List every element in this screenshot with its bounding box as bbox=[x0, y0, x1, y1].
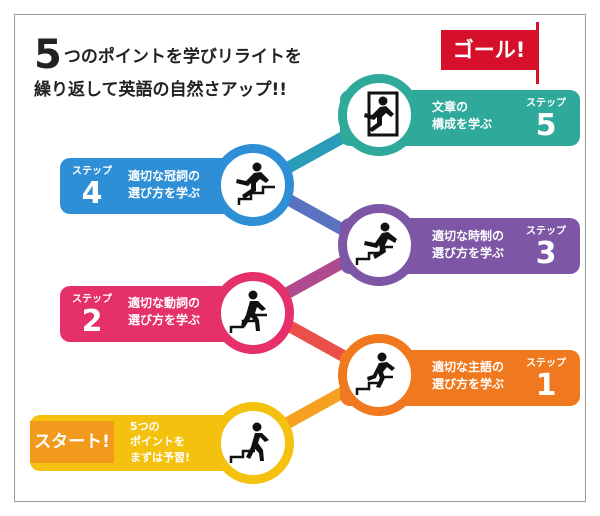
start-label: スタート! bbox=[30, 421, 114, 463]
step-2-circle bbox=[212, 272, 294, 354]
step-2-text-line1: 適切な動詞の bbox=[128, 296, 201, 310]
step-5-number: 5 bbox=[535, 108, 557, 143]
step-4-label: ステップ bbox=[72, 166, 112, 177]
step-2-number: 2 bbox=[81, 304, 103, 339]
step-1-text-line2: 選び方を学ぶ bbox=[432, 377, 505, 392]
headline-line2: 繰り返して英語の自然さアップ!! bbox=[34, 80, 287, 100]
step-3-number: 3 bbox=[535, 236, 557, 271]
step-1-number: 1 bbox=[535, 368, 557, 403]
start-text-line3: まずは予習! bbox=[130, 450, 191, 464]
step-5-badge: ステップ 5 bbox=[516, 90, 576, 146]
step-5-label: ステップ bbox=[526, 98, 566, 109]
step-3-circle bbox=[338, 204, 420, 286]
goal-flag: ゴール! bbox=[441, 30, 537, 70]
step-1-circle bbox=[338, 334, 420, 416]
start-circle bbox=[212, 402, 294, 484]
step-1-badge: ステップ 1 bbox=[516, 350, 576, 406]
running-up-stairs-icon bbox=[355, 222, 397, 265]
step-4-text: 適切な冠詞の 選び方を学ぶ bbox=[128, 168, 200, 203]
step-4-circle bbox=[212, 144, 294, 226]
step-5-circle bbox=[338, 74, 420, 156]
step-2-label: ステップ bbox=[72, 294, 112, 305]
step-5-text: 文章の 構成を学ぶ bbox=[432, 99, 492, 134]
start-text: 5つの ポイントを まずは予習! bbox=[130, 419, 190, 465]
step-1-text-line1: 適切な主語の bbox=[432, 360, 505, 374]
running-up-stairs-icon bbox=[229, 290, 267, 333]
goal-flag-pole bbox=[536, 22, 539, 84]
step-1-label: ステップ bbox=[526, 358, 566, 369]
step-2-text: 適切な動詞の 選び方を学ぶ bbox=[128, 295, 200, 330]
walking-up-stairs-icon bbox=[229, 422, 269, 463]
step-5-text-line1: 文章の bbox=[432, 100, 469, 114]
step-5-text-line2: 構成を学ぶ bbox=[432, 117, 493, 132]
step-3-text-line2: 選び方を学ぶ bbox=[432, 246, 505, 261]
start-text-line2: ポイントを bbox=[130, 435, 185, 449]
step-4-text-line1: 適切な冠詞の bbox=[128, 169, 201, 183]
running-out-door-icon bbox=[364, 91, 399, 137]
step-3-text: 適切な時制の 選び方を学ぶ bbox=[432, 228, 504, 263]
step-2-badge: ステップ 2 bbox=[62, 286, 122, 342]
step-3-text-line1: 適切な時制の bbox=[432, 229, 505, 243]
step-4-number: 4 bbox=[81, 176, 103, 211]
step-3-label: ステップ bbox=[526, 226, 566, 237]
step-4-text-line2: 選び方を学ぶ bbox=[128, 186, 201, 201]
headline-number: 5 bbox=[34, 32, 62, 78]
step-4-badge: ステップ 4 bbox=[62, 158, 122, 214]
climbing-stairs-icon bbox=[355, 352, 395, 395]
headline-line1: つのポイントを学びリライトを bbox=[63, 47, 302, 67]
step-1-text: 適切な主語の 選び方を学ぶ bbox=[432, 359, 504, 394]
running-up-stairs-icon bbox=[236, 162, 275, 205]
start-text-line1: 5つの bbox=[130, 420, 160, 433]
step-3-badge: ステップ 3 bbox=[516, 218, 576, 274]
step-2-text-line2: 選び方を学ぶ bbox=[128, 313, 201, 328]
